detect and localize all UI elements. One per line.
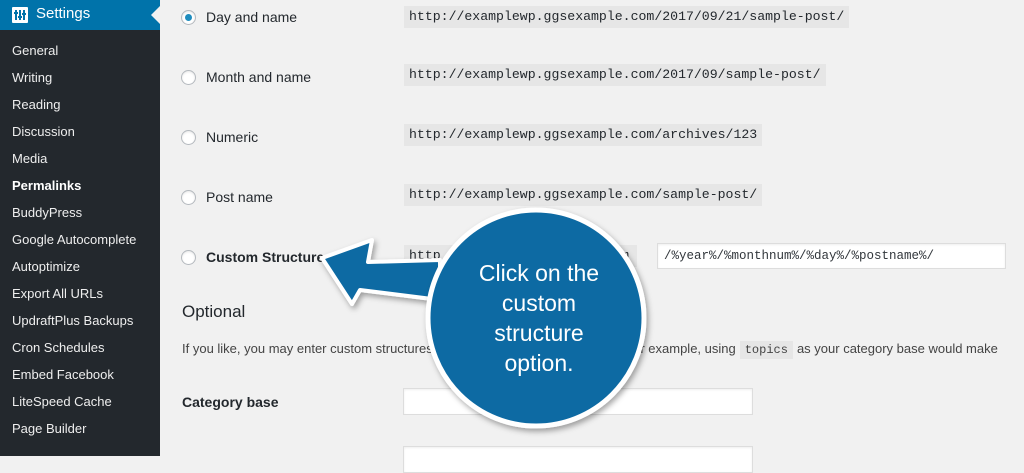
sidebar-item-writing[interactable]: Writing [12,70,53,85]
permalink-settings-main: Day and name http://examplewp.ggsexample… [160,0,1024,473]
option-label-month-and-name[interactable]: Month and name [206,69,312,85]
callout-text: Click on the custom structure option. [436,258,642,378]
settings-menu-label: Settings [36,5,91,22]
callout-line-2: custom [501,290,577,316]
admin-sidebar: Settings General Writing Reading Discuss… [0,0,160,456]
callout-line-1: Click on the [478,260,600,286]
sidebar-item-autoptimize[interactable]: Autoptimize [12,259,80,274]
sidebar-item-reading[interactable]: Reading [12,97,61,112]
radio-custom-structure[interactable] [181,250,196,265]
optional-section-title: Optional [182,302,246,321]
callout-line-3: structure [494,320,584,346]
sidebar-item-general[interactable]: General [12,43,59,58]
example-url-day-and-name: http://examplewp.ggsexample.com/2017/09/… [404,6,850,28]
sidebar-item-discussion[interactable]: Discussion [12,124,75,139]
option-label-numeric[interactable]: Numeric [206,129,259,145]
custom-structure-input[interactable]: /%year%/%monthnum%/%day%/%postname%/ [657,243,1006,269]
radio-day-and-name[interactable] [181,10,196,25]
settings-menu-header[interactable]: Settings [0,0,160,30]
settings-submenu: General Writing Reading Discussion Media… [0,37,160,442]
settings-sliders-icon [12,7,28,23]
sidebar-item-export-all-urls[interactable]: Export All URLs [12,286,104,301]
example-url-post-name: http://examplewp.ggsexample.com/sample-p… [404,184,763,206]
sidebar-item-permalinks[interactable]: Permalinks [12,178,82,193]
sidebar-item-updraftplus-backups[interactable]: UpdraftPlus Backups [12,313,134,328]
example-url-month-and-name: http://examplewp.ggsexample.com/2017/09/… [404,64,826,86]
tag-base-input[interactable] [403,446,753,473]
sidebar-item-cron-schedules[interactable]: Cron Schedules [12,340,105,355]
category-base-input[interactable] [403,388,753,415]
description-code-topics: topics [739,341,793,359]
sidebar-item-litespeed-cache[interactable]: LiteSpeed Cache [12,394,112,409]
radio-month-and-name[interactable] [181,70,196,85]
description-text-start: If you like, you may enter custom struct… [182,341,433,356]
callout-line-4: option. [504,350,574,376]
description-text-end: as your category base would make [796,341,998,356]
sidebar-item-buddypress[interactable]: BuddyPress [12,205,83,220]
sidebar-item-embed-facebook[interactable]: Embed Facebook [12,367,114,382]
example-url-numeric: http://examplewp.ggsexample.com/archives… [404,124,763,146]
sidebar-item-media[interactable]: Media [12,151,48,166]
sidebar-item-google-autocomplete[interactable]: Google Autocomplete [12,232,137,247]
current-menu-arrow [151,6,160,24]
radio-numeric[interactable] [181,130,196,145]
option-label-post-name[interactable]: Post name [206,189,273,205]
category-base-label: Category base [182,394,279,410]
option-label-custom-structure[interactable]: Custom Structure [206,249,325,265]
sidebar-item-page-builder[interactable]: Page Builder [12,421,87,436]
radio-post-name[interactable] [181,190,196,205]
option-label-day-and-name[interactable]: Day and name [206,9,298,25]
